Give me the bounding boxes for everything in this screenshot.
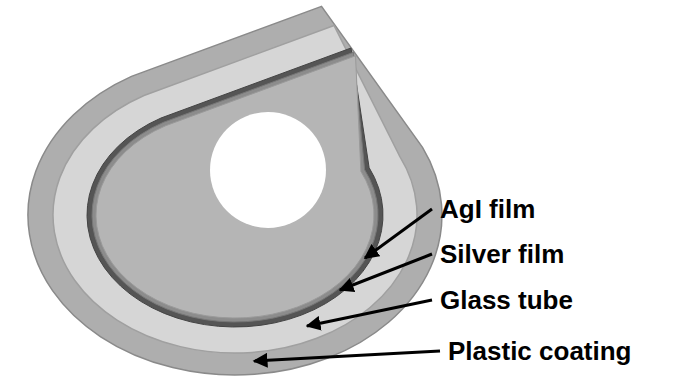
part-label: Plastic coating	[448, 337, 632, 366]
leader-arrow	[340, 254, 432, 290]
part-label: Glass tube	[440, 286, 573, 315]
leader-arrow	[365, 209, 432, 258]
silver-film-layer	[87, 48, 383, 327]
part-label: AgI film	[440, 195, 535, 224]
glass-tube-layer	[53, 26, 417, 354]
part-label: Silver film	[440, 240, 564, 269]
agi-film-layer	[92, 52, 378, 322]
leader-arrow	[307, 300, 432, 326]
plastic-coating-layer	[28, 6, 442, 375]
tube-bore	[210, 112, 326, 228]
tube-interior	[96, 56, 374, 318]
leader-arrow	[254, 351, 440, 361]
